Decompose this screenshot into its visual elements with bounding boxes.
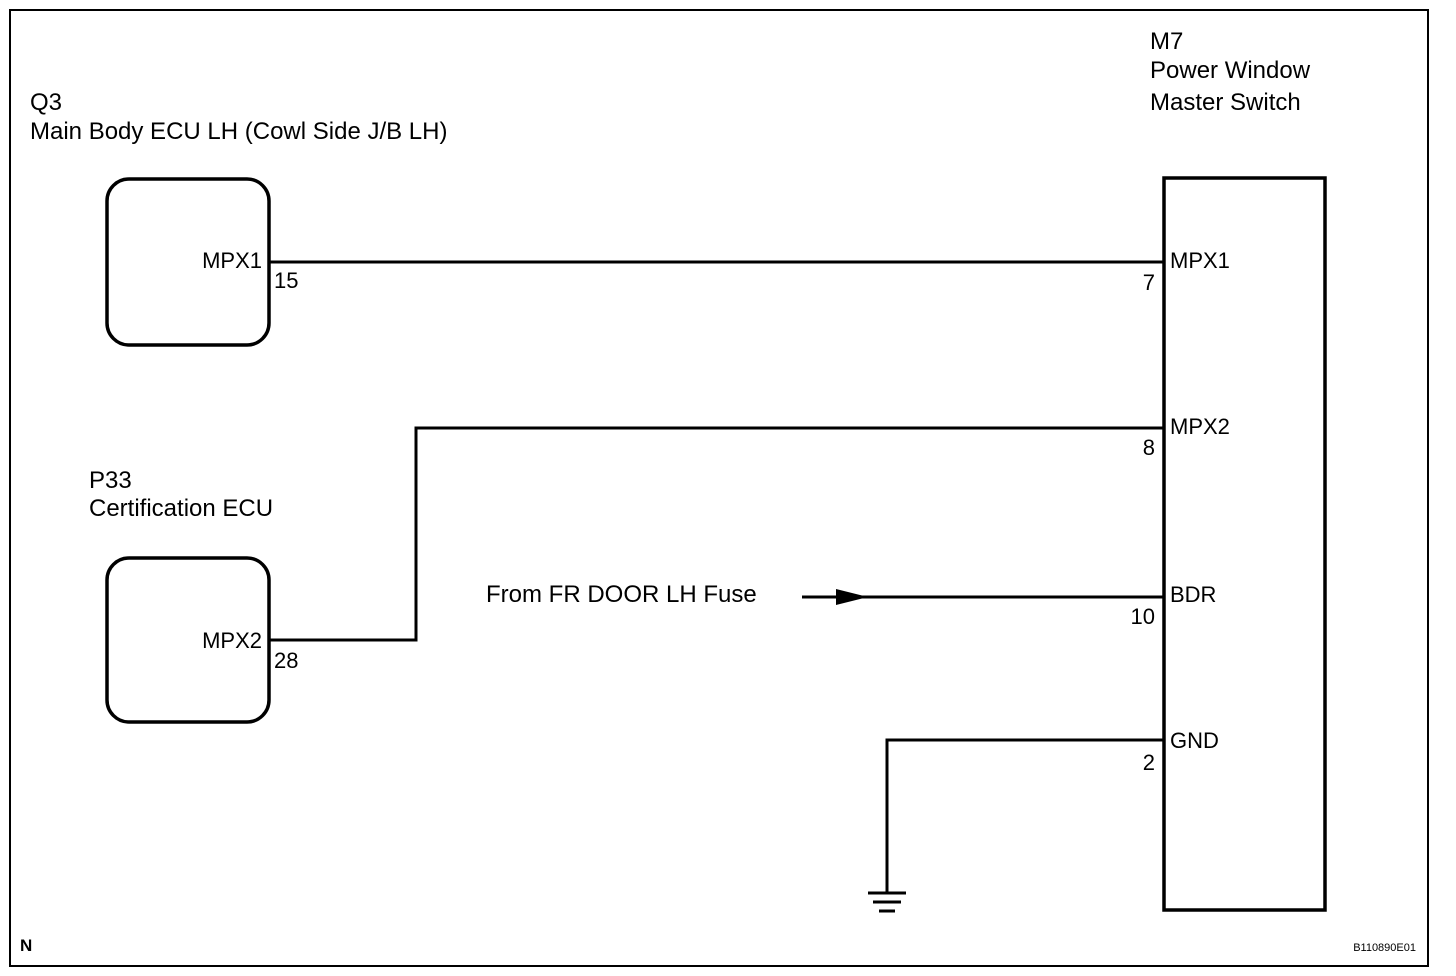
m7-terminal-bdr: BDR [1170, 582, 1216, 607]
arrow-head-icon [836, 589, 868, 605]
q3-code: Q3 [30, 89, 62, 116]
q3-terminal-name: MPX1 [202, 248, 262, 273]
component-q3: Q3 Main Body ECU LH (Cowl Side J/B LH) M… [30, 89, 447, 347]
m7-terminal-mpx1: MPX1 [1170, 248, 1230, 273]
component-m7: M7 Power Window Master Switch MPX1 7 MPX… [1131, 28, 1327, 912]
p33-code: P33 [89, 467, 132, 494]
m7-pin-10: 10 [1131, 604, 1155, 629]
component-p33: P33 Certification ECU MPX2 28 [89, 467, 298, 724]
m7-pin-8: 8 [1143, 435, 1155, 460]
ground-icon [868, 891, 906, 913]
m7-switch-box [1162, 176, 1327, 912]
wire-mpx2 [269, 426, 1164, 642]
q3-pin-number: 15 [274, 268, 298, 293]
p33-terminal-name: MPX2 [202, 628, 262, 653]
m7-terminal-gnd: GND [1170, 728, 1219, 753]
m7-name-line1: Power Window [1150, 57, 1311, 84]
wire-gnd [885, 738, 1164, 893]
m7-code: M7 [1150, 28, 1183, 55]
diagram-frame [9, 9, 1429, 967]
m7-name-line2: Master Switch [1150, 89, 1301, 116]
m7-terminal-mpx2: MPX2 [1170, 414, 1230, 439]
q3-name: Main Body ECU LH (Cowl Side J/B LH) [30, 118, 447, 145]
fuse-source-label: From FR DOOR LH Fuse [486, 581, 757, 608]
corner-mark: N [20, 936, 32, 955]
p33-pin-number: 28 [274, 648, 298, 673]
p33-name: Certification ECU [89, 495, 273, 522]
m7-pin-2: 2 [1143, 750, 1155, 775]
m7-pin-7: 7 [1143, 270, 1155, 295]
figure-code: B110890E01 [1353, 942, 1416, 954]
